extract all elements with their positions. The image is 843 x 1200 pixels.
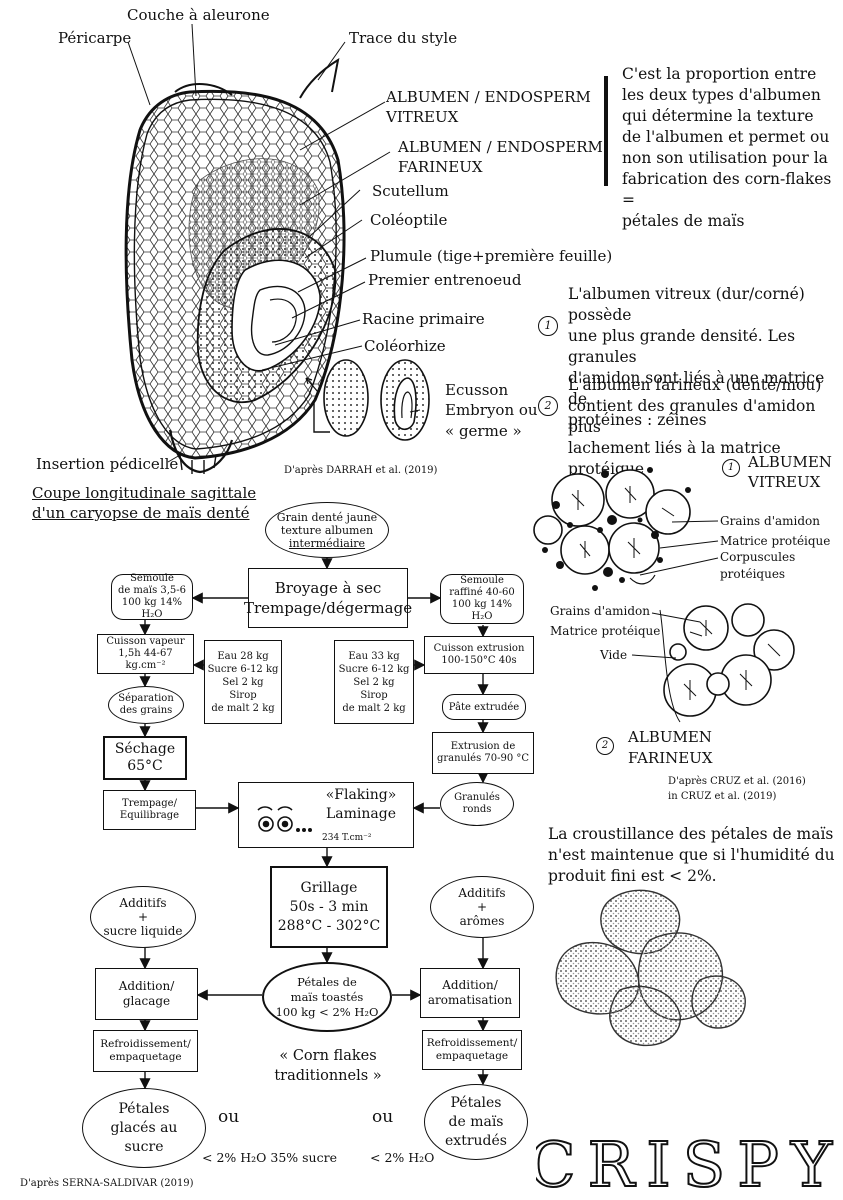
marker-farineux: 2	[538, 396, 558, 416]
flow-broyage: Broyage à sec Trempage/dégermage	[244, 568, 412, 628]
label-germe: « germe »	[445, 422, 522, 440]
label-scutellum: Scutellum	[372, 182, 449, 200]
credit-serna: D'après SERNA-SALDIVAR (2019)	[20, 1178, 194, 1189]
flow-separation: Séparation des grains	[108, 686, 184, 724]
note-proportion: C'est la proportion entre les deux types…	[622, 65, 832, 230]
flow-additifs-left: Additifs + sucre liquide	[90, 886, 196, 948]
flow-cond-right: < 2% H₂O	[370, 1150, 435, 1165]
flow-corn-flakes: « Corn flakes traditionnels »	[274, 1048, 382, 1084]
micro-farineux-title-2: FARINEUX	[628, 749, 713, 767]
micro-credit-2: in CRUZ et al. (2019)	[668, 791, 777, 802]
flow-pate-extrudee: Pâte extrudée	[442, 694, 526, 720]
flow-refroid-right: Refroidissement/ empaquetage	[422, 1030, 522, 1070]
label-coleorhize: Coléorhize	[364, 337, 446, 355]
note-farineux: L'albumen farineux (denté/mou) contient …	[568, 376, 822, 478]
label-coleoptile: Coléoptile	[370, 211, 448, 229]
caption-line-1: Coupe longitudinale sagittale	[32, 484, 257, 502]
flow-extrusion-granules: Extrusion de granulés 70-90 °C	[432, 732, 534, 774]
flow-flaking-text: «Flaking» Laminage	[325, 787, 397, 822]
flow-trempage: Trempage/ Equilibrage	[103, 790, 196, 830]
flow-petales-toastes: Pétales de maïs toastés 100 kg < 2% H₂O	[262, 962, 392, 1032]
cornflakes-illustration	[555, 889, 746, 1047]
crispy-title: CRISPY	[536, 1128, 836, 1196]
micro-matrice-2: Matrice protéique	[550, 624, 661, 638]
flow-granules-ronds: Granulés ronds	[440, 782, 514, 826]
label-pericarpe: Péricarpe	[58, 29, 132, 47]
micro-farineux-title-1: ALBUMEN	[628, 728, 712, 746]
flow-flaking-pressure: 234 T.cm⁻²	[322, 833, 372, 843]
flow-cuisson-vapeur: Cuisson vapeur 1,5h 44-67 kg.cm⁻²	[97, 634, 194, 674]
label-plumule: Plumule (tige+première feuille)	[370, 247, 613, 265]
flow-ingredients-left: Eau 28 kg Sucre 6-12 kg Sel 2 kg Sirop d…	[204, 640, 282, 724]
flow-petales-glaces: Pétales glacés au sucre	[82, 1088, 206, 1168]
flow-cond-left: < 2% H₂O 35% sucre	[202, 1150, 337, 1165]
label-albumen-vitreux-2: VITREUX	[386, 108, 459, 126]
flow-ou-1: ou	[218, 1107, 240, 1127]
micro-matrice: Matrice protéique	[720, 534, 831, 548]
flow-refroid-left: Refroidissement/ empaquetage	[93, 1030, 198, 1072]
label-albumen-farineux-2: FARINEUX	[398, 158, 483, 176]
micro-grains-amidon: Grains d'amidon	[720, 514, 821, 528]
marker-micro-farineux: 2	[596, 737, 614, 755]
label-embryon: Embryon ou	[445, 401, 538, 419]
label-albumen-farineux-1: ALBUMEN / ENDOSPERM	[398, 138, 603, 156]
micro-grains-amidon-2: Grains d'amidon	[550, 604, 651, 618]
flow-grillage: Grillage 50s - 3 min 288°C - 302°C	[270, 866, 388, 948]
label-couche-aleurone: Couche à aleurone	[127, 6, 270, 24]
label-ecusson: Ecusson	[445, 381, 509, 399]
credit-darrah: D'après DARRAH et al. (2019)	[284, 465, 438, 476]
flow-addition-glacage: Addition/ glacage	[95, 968, 198, 1020]
caption-line-2: d'un caryopse de maïs denté	[32, 504, 250, 522]
label-racine-primaire: Racine primaire	[362, 310, 485, 328]
marker-micro-vitreux: 1	[722, 459, 740, 477]
micro-vide: Vide	[600, 648, 628, 662]
label-albumen-vitreux-1: ALBUMEN / ENDOSPERM	[386, 88, 591, 106]
marker-vitreux: 1	[538, 316, 558, 336]
flow-flaking	[238, 782, 414, 848]
label-trace-style: Trace du style	[349, 29, 458, 47]
flow-ingredients-right: Eau 33 kg Sucre 6-12 kg Sel 2 kg Sirop d…	[334, 640, 414, 724]
micro-vitreux-title-2: VITREUX	[748, 473, 821, 491]
flow-additifs-right: Additifs + arômes	[430, 876, 534, 938]
label-premier-entrenoeud: Premier entrenoeud	[368, 271, 522, 289]
flow-sechage: Séchage 65°C	[103, 736, 187, 780]
micro-corpuscules-1: Corpuscules	[720, 550, 796, 564]
flow-semoule-left: Semoule de maïs 3,5-6 100 kg 14% H₂O	[111, 573, 193, 620]
kernel-sketch-1	[323, 359, 369, 437]
micro-corpuscules-2: protéiques	[720, 567, 786, 581]
micro-vitreux-title-1: ALBUMEN	[748, 453, 832, 471]
note-vitreux: L'albumen vitreux (dur/corné) possède un…	[568, 285, 825, 429]
label-insertion: Insertion pédicelle	[36, 455, 179, 473]
eyes-doodle	[257, 806, 312, 832]
flow-ou-2: ou	[372, 1107, 394, 1127]
flow-grain: Grain denté jaune texture albumen interm…	[265, 502, 389, 558]
flow-petales-extrudes: Pétales de maïs extrudés	[424, 1084, 528, 1160]
flow-addition-aromatisation: Addition/ aromatisation	[420, 968, 520, 1018]
flow-cuisson-extrusion: Cuisson extrusion 100-150°C 40s	[424, 636, 534, 674]
crispy-word: CRISPY	[536, 1128, 836, 1196]
micro-credit-1: D'après CRUZ et al. (2016)	[668, 776, 806, 787]
note-crispy: La croustillance des pétales de maïs n'e…	[548, 825, 835, 885]
flow-semoule-right: Semoule raffiné 40-60 100 kg 14% H₂O	[440, 574, 524, 624]
note-bar	[604, 76, 608, 186]
